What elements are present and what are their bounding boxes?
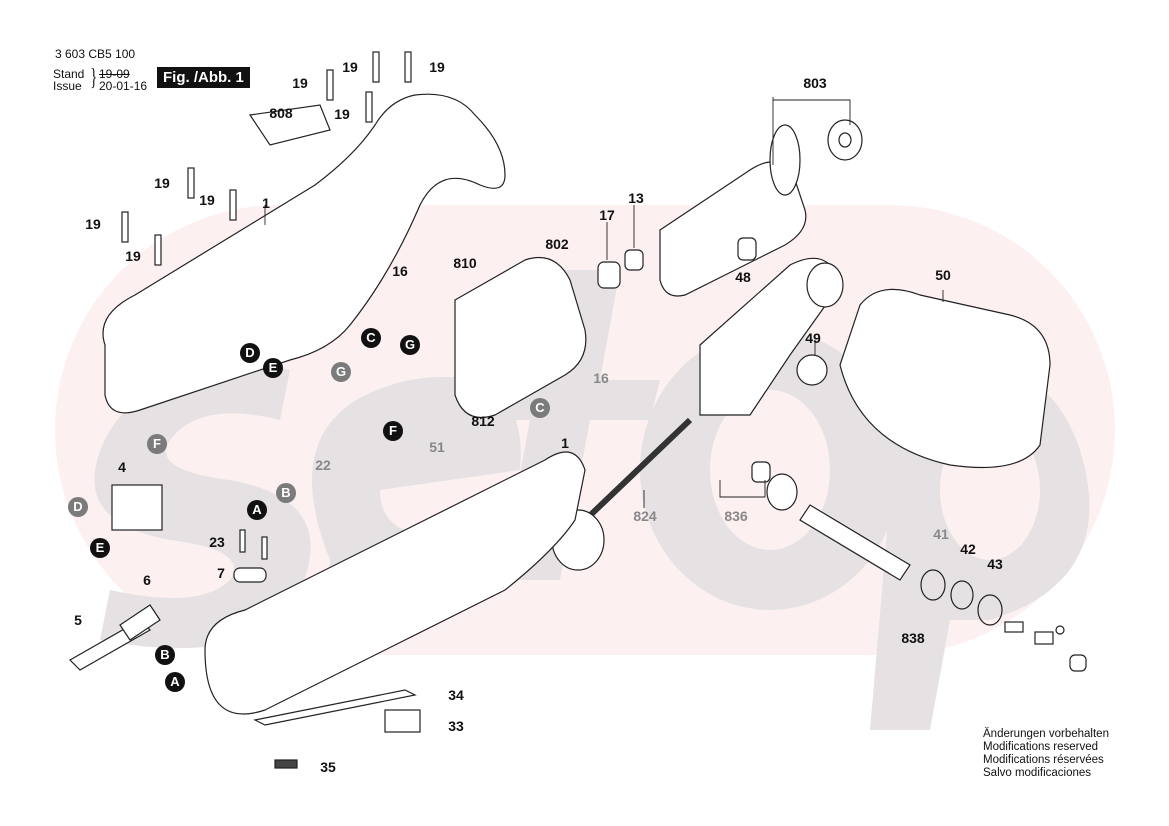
part-label: 23 — [209, 534, 225, 550]
part-label: 19 — [125, 248, 141, 264]
part-label: 19 — [85, 216, 101, 232]
connection-ref-f: F — [147, 434, 167, 454]
spring-35 — [274, 759, 298, 769]
part-label: 838 — [901, 630, 925, 646]
part-label: 6 — [143, 572, 151, 588]
figure-label: Fig. /Abb. 1 — [157, 67, 250, 88]
part-label: 43 — [987, 556, 1003, 572]
connection-ref-a: A — [165, 672, 185, 692]
part-label: 1 — [561, 435, 569, 451]
part-13 — [624, 249, 644, 271]
stand-value: 19-09 — [99, 67, 130, 81]
ring-41 — [920, 569, 946, 601]
washer-42 — [950, 580, 974, 610]
guard-50 — [839, 288, 1051, 469]
connection-ref-b: B — [276, 483, 296, 503]
part-label: 33 — [448, 718, 464, 734]
part-label: 7 — [217, 565, 225, 581]
part-label: 19 — [292, 75, 308, 91]
washer-49 — [796, 354, 828, 386]
part-label: 836 — [724, 508, 748, 524]
part-label: 810 — [453, 255, 477, 271]
part-label: 16 — [593, 370, 609, 386]
connection-ref-a: A — [247, 500, 267, 520]
part-label: 50 — [935, 267, 951, 283]
part-label: 4 — [118, 459, 126, 475]
lower-housing — [204, 451, 586, 715]
connection-ref-e: E — [263, 358, 283, 378]
part-label: 5 — [74, 612, 82, 628]
connection-ref-c: C — [361, 328, 381, 348]
fan — [769, 124, 801, 196]
part-836 — [751, 461, 771, 483]
part-label: 19 — [429, 59, 445, 75]
part-label: 42 — [960, 541, 976, 557]
part-label: 812 — [471, 413, 495, 429]
stand-label: Stand — [53, 67, 85, 81]
connection-ref-g: G — [400, 335, 420, 355]
part-label: 802 — [545, 236, 569, 252]
brace-icon: } — [90, 65, 98, 91]
switch-4 — [111, 484, 163, 531]
part-label: 34 — [448, 687, 464, 703]
screw-group — [121, 51, 412, 560]
part-17 — [597, 261, 621, 289]
cable-guard-6 — [119, 604, 161, 641]
part-label: 19 — [154, 175, 170, 191]
part-label: 19 — [342, 59, 358, 75]
part-label: 824 — [633, 508, 657, 524]
circlip-43 — [977, 594, 1003, 626]
part-label: 22 — [315, 457, 331, 473]
clamp-7 — [233, 567, 267, 583]
connection-ref-e: E — [90, 538, 110, 558]
note-line: Änderungen vorbehalten — [983, 728, 1109, 740]
issue-label: Issue — [53, 79, 82, 93]
connection-ref-d: D — [68, 497, 88, 517]
connection-ref-c: C — [530, 398, 550, 418]
lever-34 — [253, 689, 417, 726]
stand-issue-values: 19-09 20-01-16 — [99, 68, 147, 92]
part-label: 41 — [933, 526, 949, 542]
part-label: 803 — [803, 75, 827, 91]
connection-ref-g: G — [331, 362, 351, 382]
part-label: 16 — [392, 263, 408, 279]
bearing-803 — [827, 119, 863, 161]
connection-ref-f: F — [383, 421, 403, 441]
label-808 — [248, 104, 331, 146]
field-coil-802 — [454, 256, 587, 419]
part-label: 51 — [429, 439, 445, 455]
connection-ref-d: D — [240, 343, 260, 363]
part-label: 48 — [735, 269, 751, 285]
note-line: Salvo modificaciones — [983, 767, 1092, 779]
part-33 — [384, 709, 421, 733]
issue-value: 20-01-16 — [99, 79, 148, 93]
note-line: Modifications réservées — [983, 754, 1104, 766]
part-label: 808 — [269, 105, 293, 121]
modifications-note: Änderungen vorbehalten Modifications res… — [983, 728, 1109, 780]
part-label: 13 — [628, 190, 644, 206]
part-label: 1 — [262, 195, 270, 211]
part-label: 17 — [599, 207, 615, 223]
part-label: 35 — [320, 759, 336, 775]
upper-housing — [102, 93, 506, 414]
part-label: 19 — [199, 192, 215, 208]
part-label: 49 — [805, 330, 821, 346]
document-id: 3 603 CB5 100 — [55, 47, 136, 61]
stand-issue-labels: Stand Issue — [53, 68, 84, 92]
shaft-838 — [799, 504, 911, 581]
note-line: Modifications reserved — [983, 741, 1099, 753]
connection-ref-b: B — [155, 645, 175, 665]
part-label: 19 — [334, 106, 350, 122]
part-48 — [737, 237, 757, 261]
